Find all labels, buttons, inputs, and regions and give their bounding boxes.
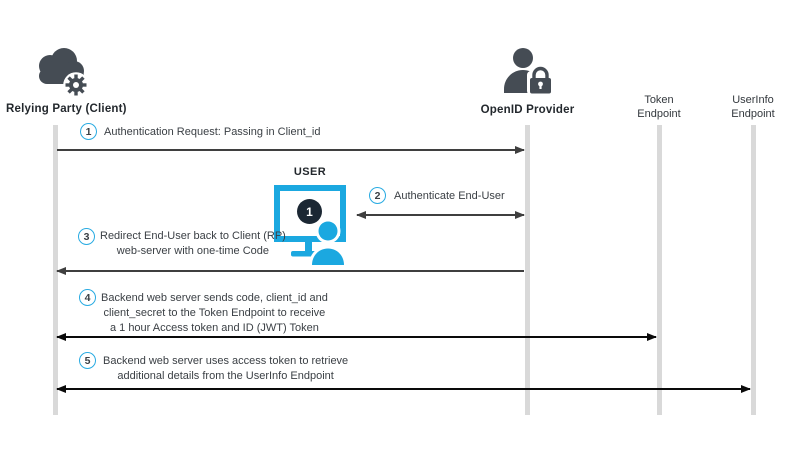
step-3-label: Redirect End-User back to Client (RP) we…: [100, 230, 286, 257]
cloud-gear-icon: [39, 48, 89, 98]
actor-label-userinfo-endpoint: UserInfo Endpoint: [731, 94, 775, 120]
monitor-user-icon: [274, 185, 346, 265]
lifeline-relying-party: [53, 125, 58, 415]
step-3-number: 3: [78, 228, 95, 245]
step-5-label: Backend web server uses access token to …: [103, 355, 349, 382]
step-4-number: 4: [79, 289, 96, 306]
arrow-step-1: [57, 145, 525, 154]
user-label: USER: [293, 166, 327, 178]
lifeline-token-endpoint: [657, 125, 662, 415]
lifeline-userinfo-endpoint: [751, 125, 756, 415]
arrow-step-2: [356, 210, 525, 219]
step-2-label: Authenticate End-User: [394, 190, 505, 202]
step-2-number: 2: [369, 187, 386, 204]
step-1-label: Authentication Request: Passing in Clien…: [104, 126, 321, 138]
step-5-number: 5: [79, 352, 96, 369]
step-4-label: Backend web server sends code, client_id…: [101, 292, 328, 334]
actor-label-token-endpoint: Token Endpoint: [637, 94, 681, 120]
arrow-step-4: [56, 332, 657, 341]
arrow-step-5: [56, 384, 751, 393]
actor-label-openid-provider: OpenID Provider: [480, 104, 575, 116]
user-lock-icon: [504, 48, 553, 95]
lifeline-openid-provider: [525, 125, 530, 415]
arrow-step-3: [56, 266, 524, 275]
actor-label-relying-party: Relying Party (Client): [6, 103, 127, 115]
monitor-badge: 1: [297, 199, 322, 224]
step-1-number: 1: [80, 123, 97, 140]
